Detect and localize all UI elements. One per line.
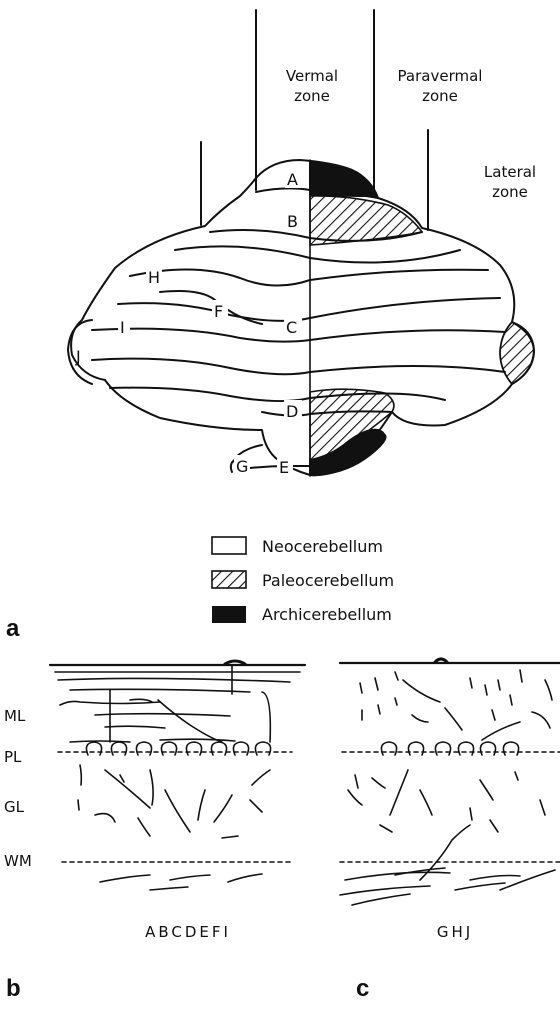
- cortex-section-c: [340, 659, 560, 905]
- region-letters: A B C D E F G H I J: [75, 168, 302, 477]
- legend-neo-label: Neocerebellum: [262, 537, 383, 556]
- panel-c-label: c: [356, 975, 369, 1002]
- layer-pl-label: PL: [4, 748, 22, 766]
- region-i-label: I: [120, 318, 125, 337]
- fissure-h: [130, 269, 488, 285]
- region-g-label: G: [236, 457, 248, 476]
- cortex-b-region-letters: ABCDEFI: [145, 923, 231, 941]
- fissure-j: [92, 359, 505, 375]
- paravermal-zone-label: Paravermal: [398, 67, 483, 85]
- paleocerebellum-region-b: [310, 196, 422, 245]
- legend: Neocerebellum Paleocerebellum Archicereb…: [212, 537, 394, 624]
- region-a-label: A: [287, 170, 298, 189]
- cortex-section-b: [50, 661, 305, 890]
- region-f-label: F: [214, 302, 223, 321]
- layer-gl-label: GL: [4, 798, 25, 816]
- layer-ml-label: ML: [4, 707, 26, 725]
- region-j-label: J: [75, 347, 81, 366]
- layer-wm-label: WM: [4, 852, 32, 870]
- legend-paleo-label: Paleocerebellum: [262, 571, 394, 590]
- cerebellum-outline: [71, 160, 534, 475]
- legend-swatch-neo: [212, 537, 246, 554]
- vermal-zone-label-2: zone: [294, 87, 330, 105]
- region-h-label: H: [148, 268, 160, 287]
- cortex-c-region-letters: GHJ: [437, 923, 473, 941]
- region-c-label: C: [286, 318, 297, 337]
- lateral-zone-label: Lateral: [484, 163, 536, 181]
- legend-swatch-paleo: [212, 571, 246, 588]
- legend-archi-label: Archicerebellum: [262, 605, 392, 624]
- lateral-zone-label-2: zone: [492, 183, 528, 201]
- region-d-label: D: [286, 402, 298, 421]
- paravermal-zone-label-2: zone: [422, 87, 458, 105]
- vermal-zone-label: Vermal: [286, 67, 338, 85]
- region-b-label: B: [287, 212, 298, 231]
- fissure-mid: [118, 298, 500, 321]
- legend-swatch-archi: [212, 606, 246, 623]
- region-e-label: E: [279, 458, 289, 477]
- panel-b-label: b: [6, 975, 21, 1002]
- fissure-lower: [110, 388, 445, 401]
- panel-a-label: a: [6, 615, 20, 642]
- fissure-primary: [175, 246, 460, 262]
- fissure-f: [160, 291, 262, 324]
